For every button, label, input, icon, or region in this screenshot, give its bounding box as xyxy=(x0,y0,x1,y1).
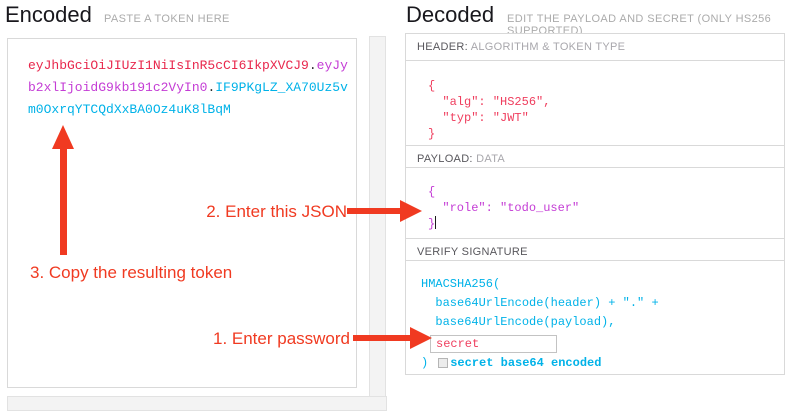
signature-label-primary: VERIFY SIGNATURE xyxy=(417,245,528,258)
annotation-copy-token: 3. Copy the resulting token xyxy=(30,263,233,282)
encoded-heading: Encoded xyxy=(5,2,92,27)
enter-password-arrow-icon xyxy=(410,327,432,349)
signature-algorithm-code: HMACSHA256( base64UrlEncode(header) + ".… xyxy=(421,276,659,329)
payload-section-label: PAYLOAD: DATA xyxy=(406,146,784,169)
signature-block: HMACSHA256( base64UrlEncode(header) + ".… xyxy=(406,261,784,374)
token-header-segment: eyJhbGciOiJIUzI1NiIsInR5cCI6IkpXVCJ9 xyxy=(28,58,309,73)
base64-encoded-checkbox[interactable] xyxy=(438,358,449,369)
header-json-text: { "alg": "HS256", "typ": "JWT" } xyxy=(428,78,551,141)
encoded-subtitle: PASTE A TOKEN HERE xyxy=(104,13,230,25)
header-label-primary: HEADER: xyxy=(417,41,468,53)
payload-label-secondary: DATA xyxy=(476,153,506,166)
token-text: eyJhbGciOiJIUzI1NiIsInR5cCI6IkpXVCJ9.eyJ… xyxy=(8,39,356,121)
header-label-secondary: ALGORITHM & TOKEN TYPE xyxy=(470,41,626,53)
enter-json-arrow-shaft xyxy=(347,208,402,214)
payload-json-text: { "role": "todo_user" } xyxy=(428,185,580,232)
annotation-enter-password: 1. Enter password xyxy=(212,329,350,348)
payload-label-primary: PAYLOAD: xyxy=(417,153,473,166)
annotation-enter-json: 2. Enter this JSON xyxy=(206,202,347,221)
decoded-panel: HEADER: ALGORITHM & TOKEN TYPE { "alg": … xyxy=(405,33,785,375)
token-separator-dot: . xyxy=(308,58,317,73)
copy-token-arrow-icon xyxy=(52,125,74,149)
header-section-label: HEADER: ALGORITHM & TOKEN TYPE xyxy=(406,34,784,61)
closing-paren: ) xyxy=(421,355,429,370)
secret-input[interactable] xyxy=(430,334,557,353)
signature-closing-row: ) secret base64 encoded xyxy=(421,356,774,371)
token-separator-dot: . xyxy=(207,80,216,95)
token-payload-segment: eyJyb2xlIjoidG9kb191c2VyIn0 xyxy=(28,58,348,95)
payload-json-editor[interactable]: { "role": "todo_user" } xyxy=(406,168,784,239)
copy-token-arrow-shaft xyxy=(60,147,67,255)
verify-signature-label: VERIFY SIGNATURE xyxy=(406,239,784,261)
enter-password-arrow-shaft xyxy=(353,335,411,341)
horizontal-scrollbar[interactable] xyxy=(7,396,387,411)
base64-checkbox-label[interactable]: secret base64 encoded xyxy=(450,355,602,370)
text-cursor xyxy=(435,216,437,230)
enter-json-arrow-icon xyxy=(400,200,422,222)
vertical-scrollbar[interactable] xyxy=(369,36,386,411)
decoded-heading: Decoded xyxy=(406,2,495,27)
token-signature-segment: IF9PKgLZ_XA70Uz5vm0OxrqYTCQdXxBA0Oz4uK8l… xyxy=(28,80,348,117)
header-json-editor[interactable]: { "alg": "HS256", "typ": "JWT" } xyxy=(406,61,784,147)
